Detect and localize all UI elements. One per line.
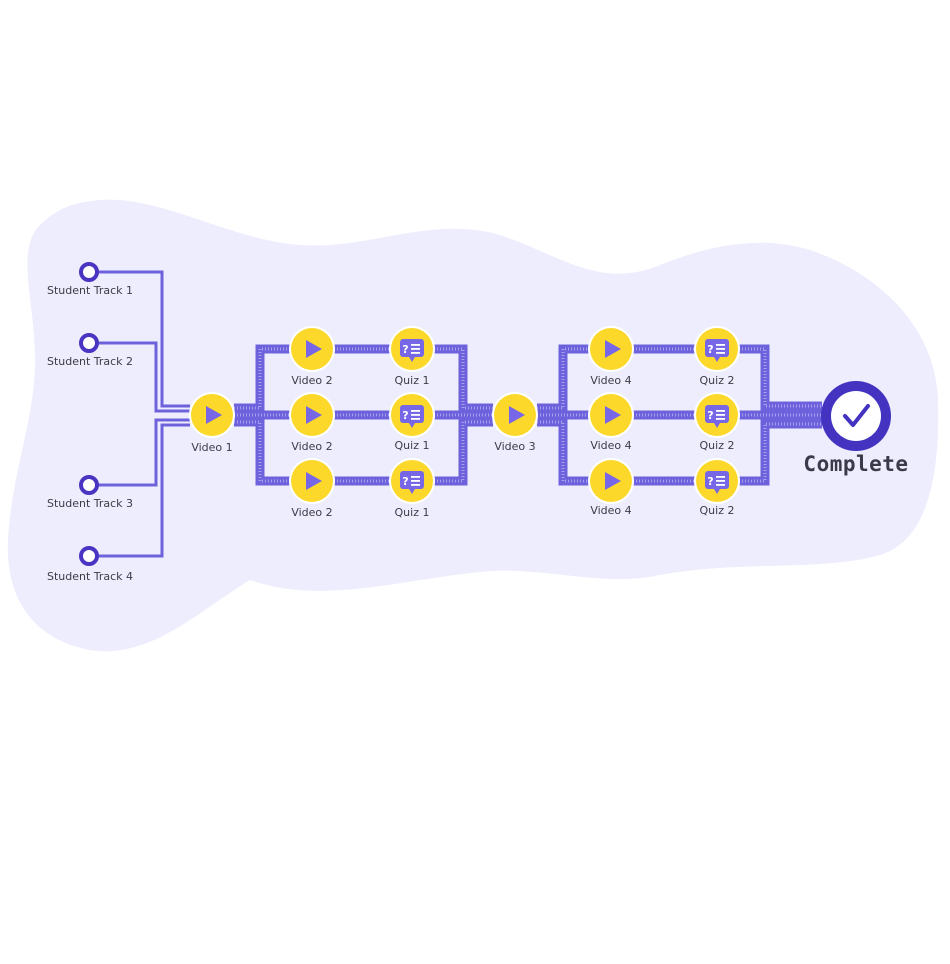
node-q2c[interactable]: ? (694, 458, 740, 504)
node-label-v2c: Video 2 (291, 506, 333, 519)
nodes-layer: ?????? (79, 262, 891, 566)
play-icon (605, 406, 621, 424)
node-v2c[interactable] (289, 458, 335, 504)
play-icon (306, 406, 322, 424)
node-v4a[interactable] (588, 326, 634, 372)
play-icon (605, 340, 621, 358)
node-label-q2b: Quiz 2 (699, 439, 735, 452)
branch-v1-v2a-dots (234, 347, 290, 410)
start-node-t4[interactable] (79, 546, 99, 566)
start-label-t3: Student Track 3 (46, 497, 134, 510)
node-v2a[interactable] (289, 326, 335, 372)
branch-v3-v4c-dots (537, 420, 590, 483)
branch-v1-v2c-dots (234, 420, 290, 483)
play-icon (206, 406, 222, 424)
node-v4b[interactable] (588, 392, 634, 438)
connectors (89, 270, 822, 558)
svg-text:?: ? (402, 409, 408, 422)
node-q2b[interactable]: ? (694, 392, 740, 438)
check-icon (843, 404, 870, 427)
node-v1[interactable] (189, 392, 235, 438)
play-icon (605, 472, 621, 490)
start-label-t2: Student Track 2 (46, 355, 134, 368)
merge-q1c-v3-dots (434, 420, 493, 483)
track-line-t3 (89, 418, 190, 487)
node-label-v4b: Video 4 (590, 439, 632, 452)
node-q1b[interactable]: ? (389, 392, 435, 438)
track-line-t1 (89, 270, 190, 408)
branch-v3-v4a-dots (537, 347, 590, 410)
node-label-v1: Video 1 (191, 441, 233, 454)
start-node-t3[interactable] (79, 475, 99, 495)
complete-node[interactable] (821, 381, 891, 451)
merge-q2a-complete-dots (739, 347, 822, 408)
svg-text:?: ? (402, 343, 408, 356)
svg-text:?: ? (707, 409, 713, 422)
start-label-t1: Student Track 1 (46, 284, 134, 297)
node-label-v3: Video 3 (494, 440, 536, 453)
play-icon (306, 472, 322, 490)
start-label-t4: Student Track 4 (46, 570, 134, 583)
node-label-q1c: Quiz 1 (394, 506, 430, 519)
node-q1c[interactable]: ? (389, 458, 435, 504)
track-line-t4 (89, 423, 190, 558)
quiz-chat-icon: ? (705, 471, 729, 494)
svg-text:?: ? (707, 343, 713, 356)
node-label-v4a: Video 4 (590, 374, 632, 387)
node-q1a[interactable]: ? (389, 326, 435, 372)
svg-text:?: ? (707, 475, 713, 488)
node-label-q1a: Quiz 1 (394, 374, 430, 387)
play-icon (306, 340, 322, 358)
merge-q2c-complete-dots (739, 422, 822, 483)
quiz-chat-icon: ? (705, 339, 729, 362)
node-label-v2a: Video 2 (291, 374, 333, 387)
start-node-t1[interactable] (79, 262, 99, 282)
svg-text:?: ? (402, 475, 408, 488)
node-v2b[interactable] (289, 392, 335, 438)
quiz-chat-icon: ? (400, 471, 424, 494)
quiz-chat-icon: ? (705, 405, 729, 428)
track-line-t2 (89, 341, 190, 413)
node-label-q2a: Quiz 2 (699, 374, 735, 387)
node-label-q2c: Quiz 2 (699, 504, 735, 517)
complete-label: Complete (803, 452, 909, 476)
quiz-chat-icon: ? (400, 405, 424, 428)
node-label-v4c: Video 4 (590, 504, 632, 517)
node-v4c[interactable] (588, 458, 634, 504)
play-icon (509, 406, 525, 424)
node-q2a[interactable]: ? (694, 326, 740, 372)
start-node-t2[interactable] (79, 333, 99, 353)
node-label-q1b: Quiz 1 (394, 439, 430, 452)
quiz-chat-icon: ? (400, 339, 424, 362)
node-v3[interactable] (492, 392, 538, 438)
node-label-v2b: Video 2 (291, 440, 333, 453)
merge-q1a-v3-dots (434, 347, 493, 410)
